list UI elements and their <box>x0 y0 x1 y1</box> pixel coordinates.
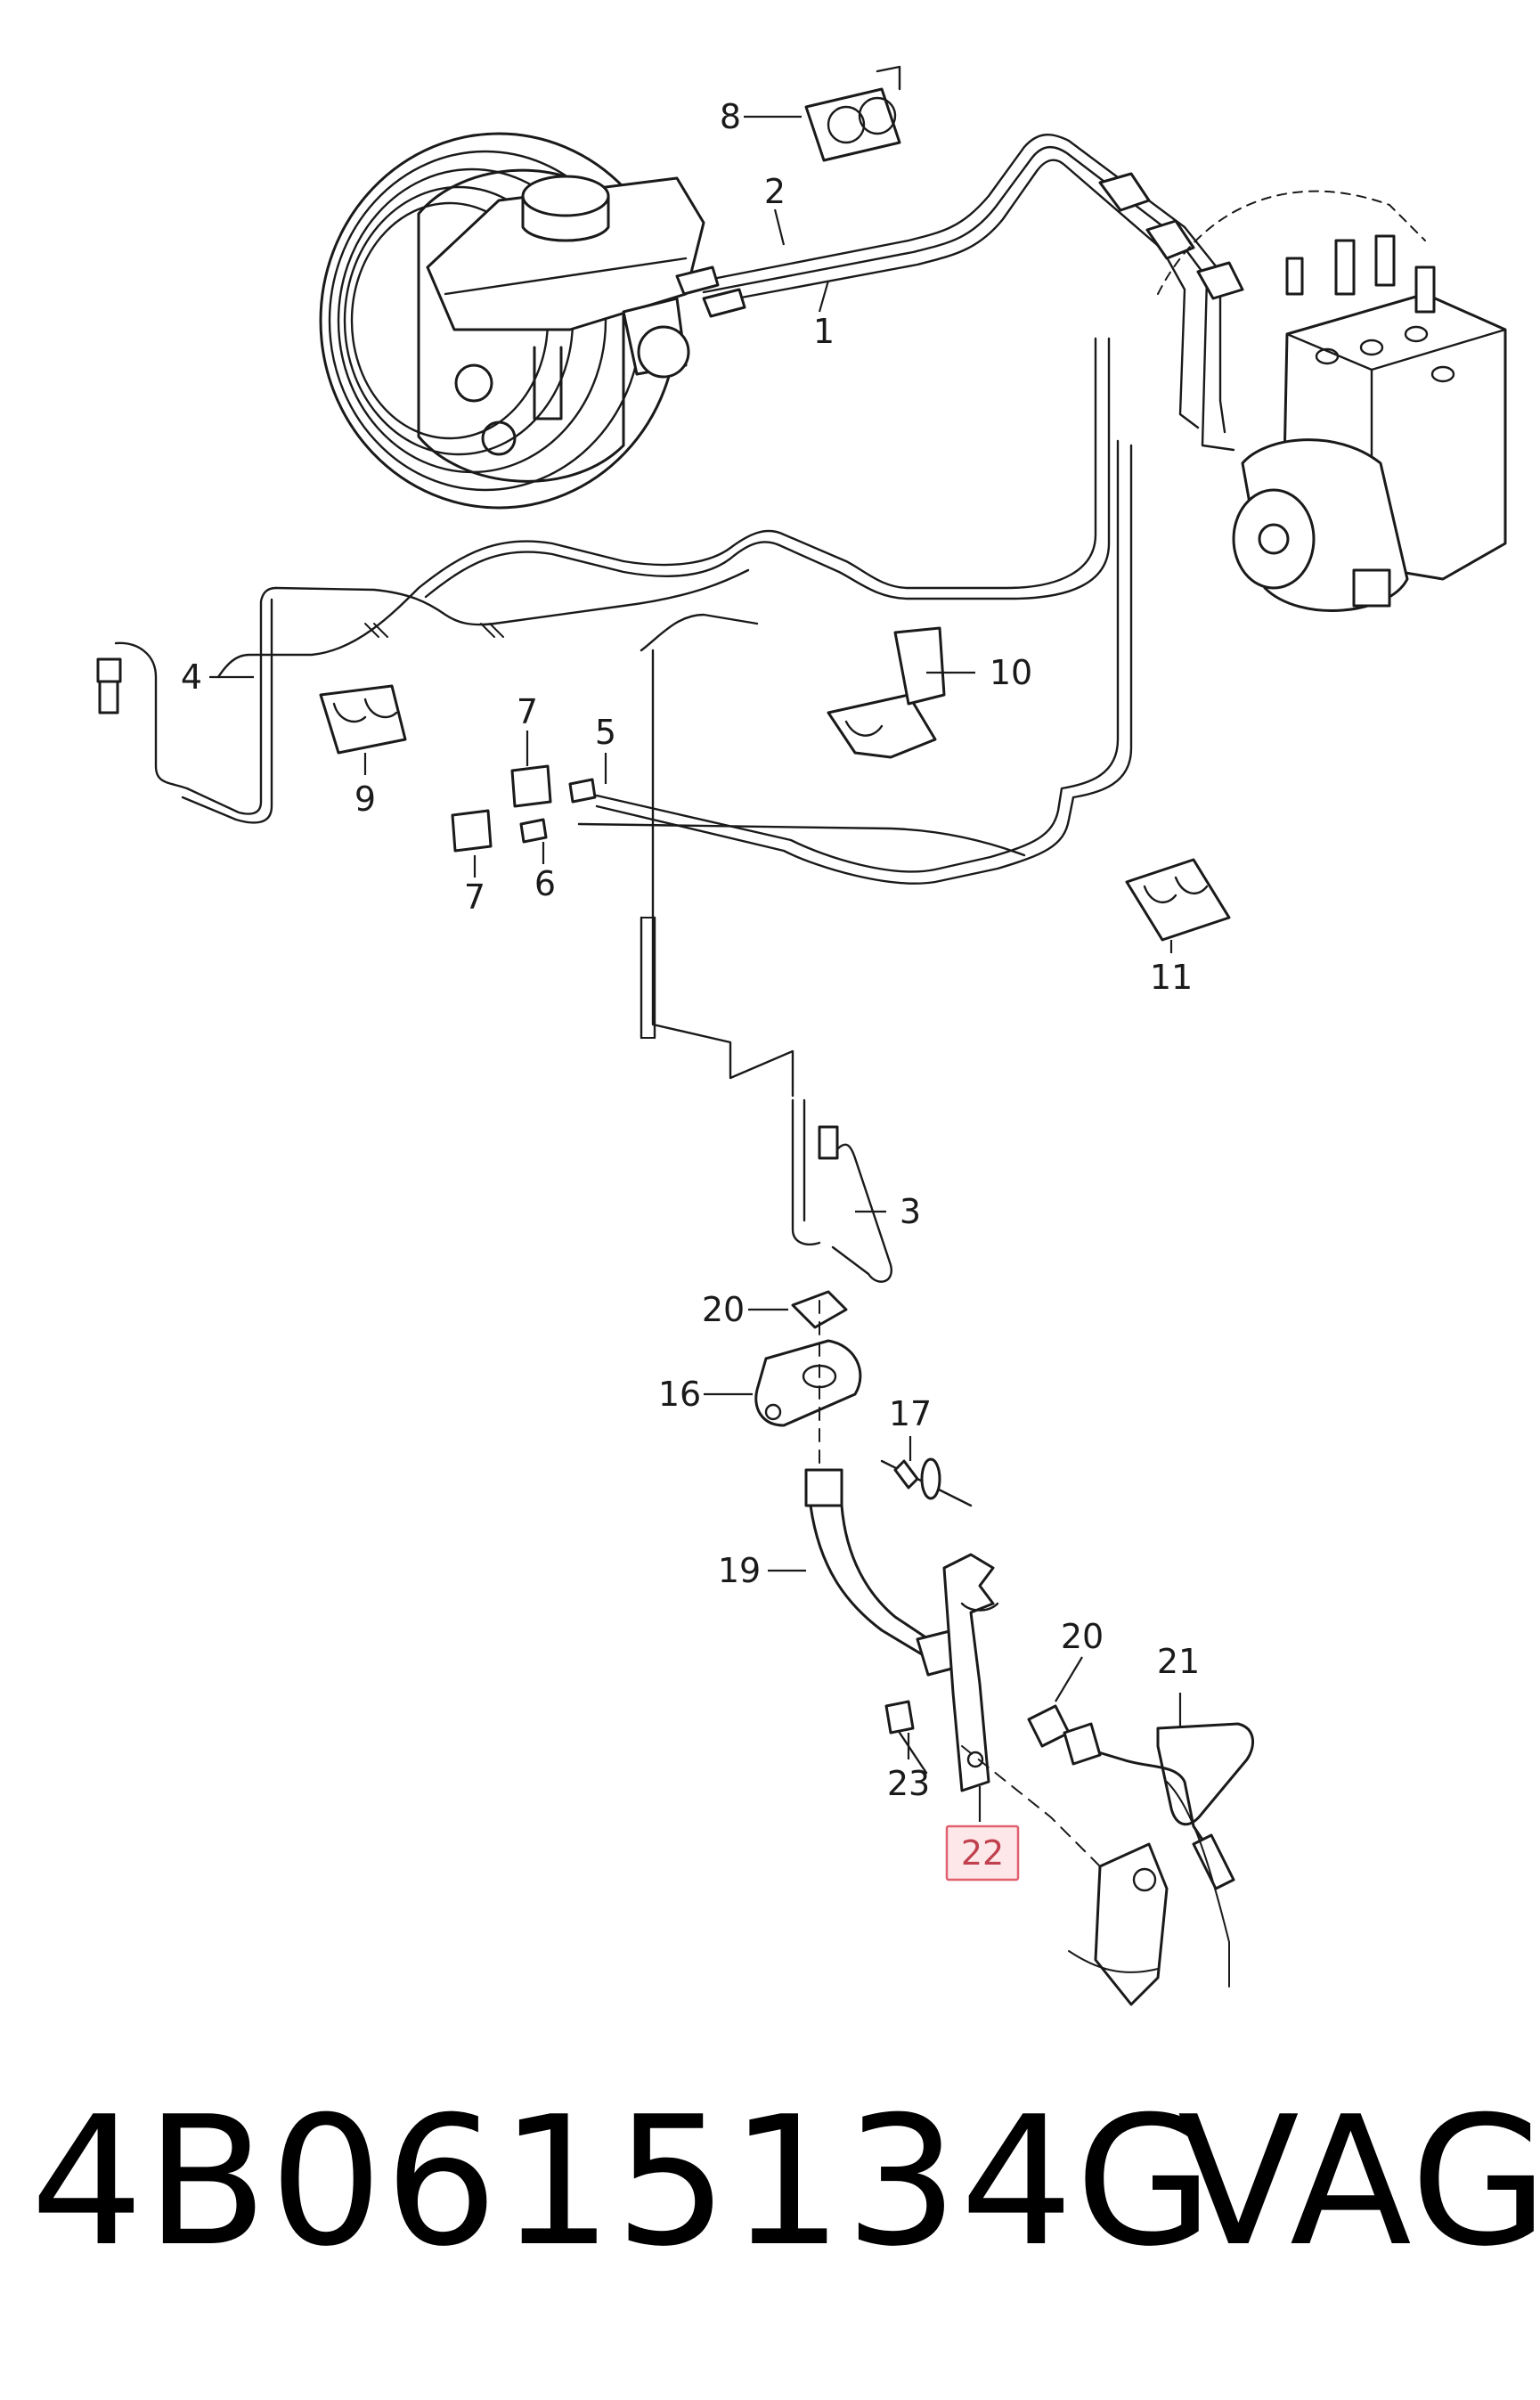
callout-3: 3 <box>900 1192 921 1231</box>
callout-4: 4 <box>181 657 202 697</box>
callout-1: 1 <box>813 312 835 351</box>
part-19-brake-hose <box>804 1468 964 1677</box>
callout-11: 11 <box>1150 958 1193 997</box>
part-number: 4B0615134G <box>30 2078 1216 2286</box>
part-17-rivet <box>880 1457 973 1507</box>
part-21-pipe-loop <box>1063 1722 1255 1890</box>
callout-22: 22 <box>961 1833 1004 1873</box>
callout-7-upper: 7 <box>517 692 538 731</box>
part-3-union-and-bracket <box>791 1125 848 1329</box>
callout-21: 21 <box>1157 1642 1200 1681</box>
callout-2: 2 <box>764 172 786 211</box>
callout-6: 6 <box>534 864 556 903</box>
part-23-bolt <box>884 1700 928 1775</box>
abs-unit <box>1157 190 1507 612</box>
callout-8: 8 <box>720 97 741 136</box>
callout-7-lower: 7 <box>464 878 485 917</box>
callout-19: 19 <box>718 1551 761 1590</box>
callout-17: 17 <box>889 1394 932 1433</box>
callouts: 1 2 3 4 5 6 7 7 8 9 10 11 16 <box>181 97 1200 1882</box>
part-22-bracket <box>942 1553 999 1792</box>
master-cylinder <box>426 175 705 379</box>
callout-22-highlight <box>945 1824 1020 1882</box>
part-11-clip <box>1125 858 1231 942</box>
part-8-bracket <box>804 65 901 162</box>
part-9-clip <box>319 684 407 755</box>
assembly-guides <box>819 1300 1105 1872</box>
part-7-sleeves <box>451 764 597 853</box>
callout-20-upper: 20 <box>702 1290 745 1329</box>
callout-16: 16 <box>658 1375 701 1414</box>
callout-20-lower: 20 <box>1061 1617 1104 1656</box>
part-10-clip <box>827 626 946 759</box>
brand-name: VAG <box>1177 2078 1540 2286</box>
part-16-bracket <box>754 1339 862 1427</box>
callout-10: 10 <box>990 653 1032 692</box>
callout-9: 9 <box>354 780 376 819</box>
callout-23: 23 <box>887 1764 930 1803</box>
brake-caliper <box>1068 1781 1230 2006</box>
callout-5: 5 <box>595 713 616 752</box>
part-20-clip-lower <box>1027 1704 1071 1748</box>
